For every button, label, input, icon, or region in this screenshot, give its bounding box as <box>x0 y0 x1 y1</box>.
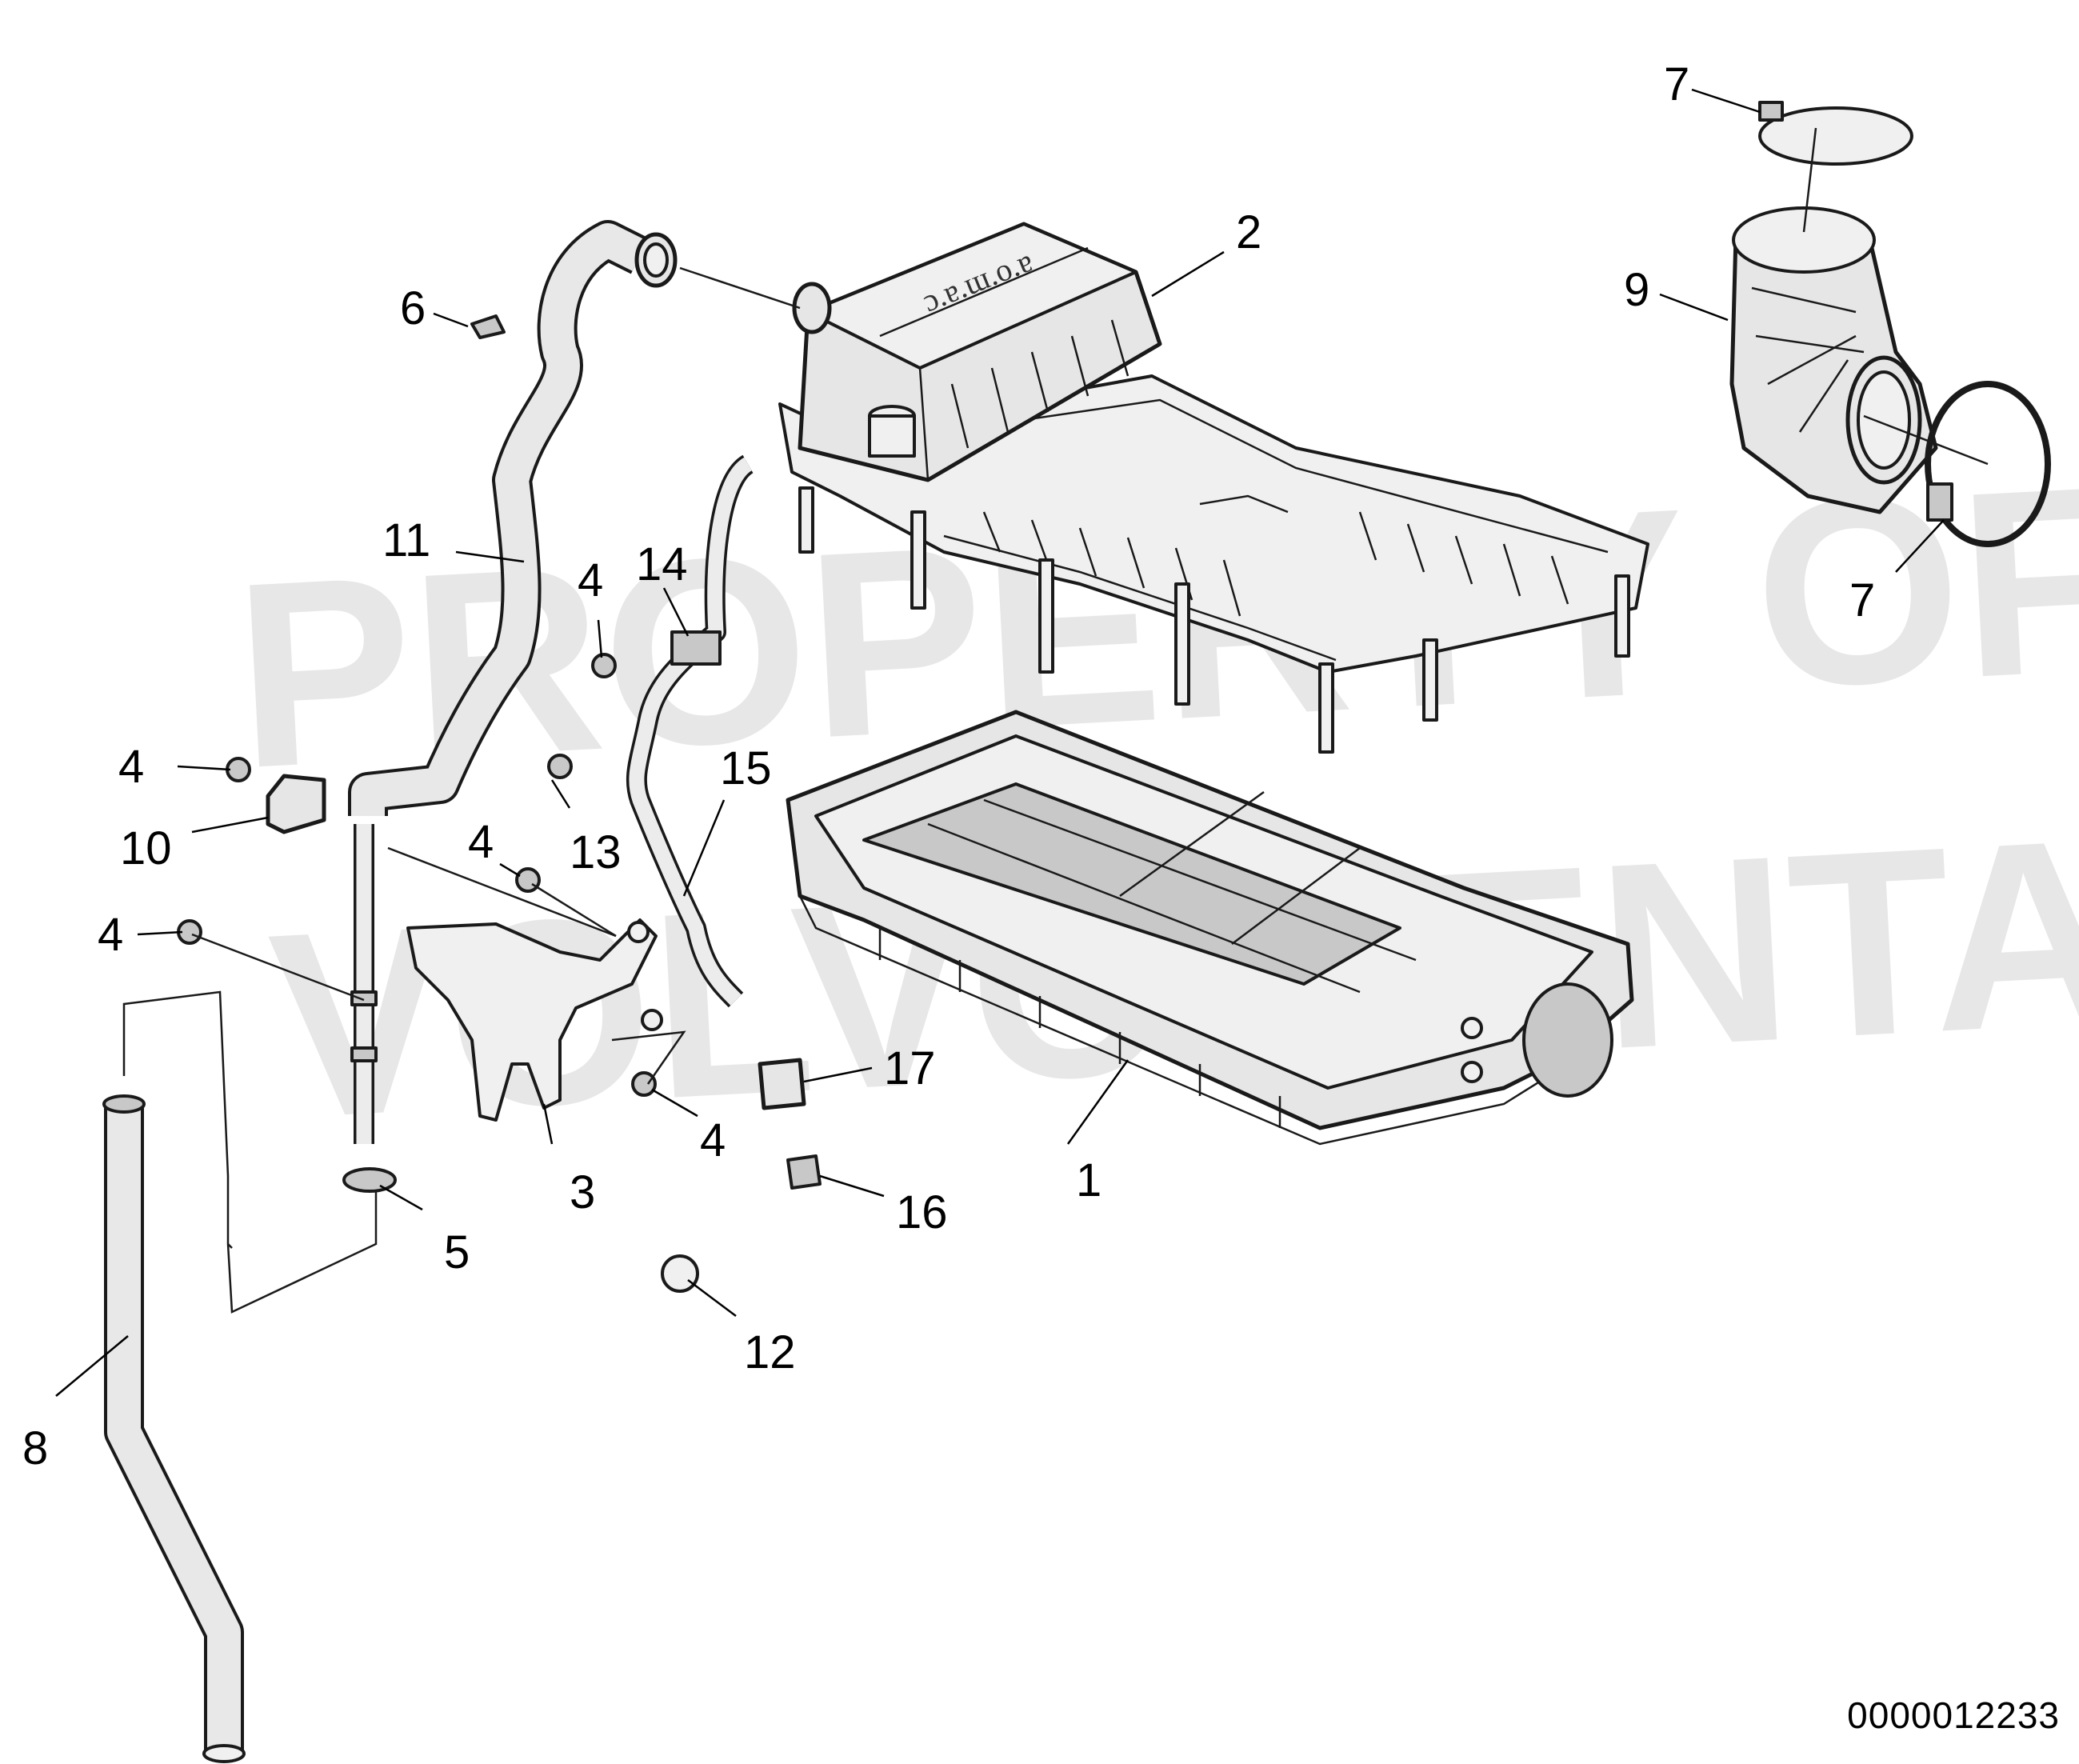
document-number: 0000012233 <box>1847 1694 2060 1736</box>
drain-hose <box>102 1094 246 1763</box>
pipe-clamp <box>266 774 326 834</box>
intake-elbow <box>1729 206 1938 514</box>
cover-studs <box>798 486 1630 754</box>
callout-14: 14 <box>636 538 688 590</box>
callout-4d: 4 <box>468 816 494 868</box>
callout-16: 16 <box>896 1186 948 1238</box>
cover-housing: ɔ.ɐ.ɯ.o.ɐ <box>778 222 1649 754</box>
breather-line <box>626 454 754 1008</box>
callout-4e: 4 <box>700 1114 726 1166</box>
callout-2: 2 <box>1236 206 1261 258</box>
callout-12: 12 <box>744 1326 796 1378</box>
breather-hose <box>348 220 678 1144</box>
callout-5: 5 <box>444 1226 470 1278</box>
callout-6: 6 <box>400 282 426 334</box>
callout-8: 8 <box>22 1422 48 1474</box>
sump-frame <box>786 710 1634 1146</box>
callout-9: 9 <box>1624 264 1649 316</box>
callout-7a: 7 <box>1664 58 1689 110</box>
assembly-guides <box>122 127 1989 1314</box>
hose-clamp-top <box>1758 101 1913 166</box>
small-hose-clamp <box>342 1167 397 1193</box>
mounting-bracket <box>406 918 658 1122</box>
callout-15: 15 <box>720 742 772 794</box>
callout-4b: 4 <box>98 909 123 961</box>
callout-4c: 4 <box>578 554 603 606</box>
callout-17: 17 <box>884 1042 936 1094</box>
callout-3: 3 <box>570 1166 595 1218</box>
callouts: 1 2 3 4 4 4 4 4 5 6 7 7 8 9 10 11 12 <box>22 58 1945 1474</box>
spring-clamp <box>470 314 506 339</box>
callout-1: 1 <box>1076 1154 1101 1206</box>
sealing-plug <box>661 1254 699 1293</box>
pressure-sensor <box>758 1058 806 1110</box>
hose-clamp-right <box>1925 381 2051 547</box>
callout-11: 11 <box>382 514 430 566</box>
callout-13: 13 <box>570 826 622 878</box>
callout-7b: 7 <box>1849 574 1875 626</box>
callout-10: 10 <box>120 822 172 874</box>
connector-nut <box>786 1154 822 1190</box>
callout-4a: 4 <box>118 741 144 793</box>
